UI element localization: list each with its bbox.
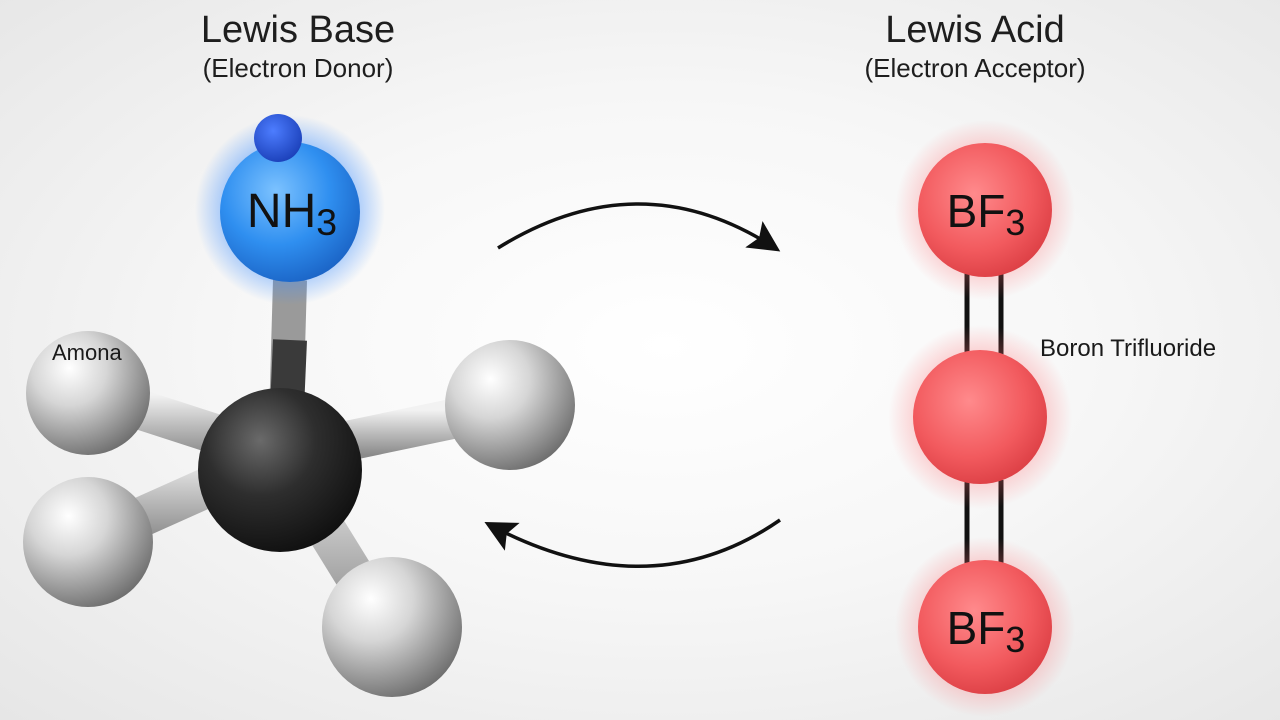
bf3-formula-top-sub: 3 <box>1005 202 1026 243</box>
bf3-formula-bottom-main: BF <box>946 602 1006 654</box>
boron-trifluoride-label: Boron Trifluoride <box>1040 335 1217 362</box>
bf3-formula-top-main: BF <box>946 185 1006 237</box>
bf3-formula-top: BF3 <box>918 188 1054 242</box>
nitrogen-atom <box>220 142 360 282</box>
hydrogen-atom-lower-left <box>23 477 153 607</box>
lewis-acid-title: Lewis Acid <box>885 9 1065 51</box>
hydrogen-atom-bottom <box>322 557 462 697</box>
lewis-base-subtitle: (Electron Donor) <box>202 53 394 83</box>
hydrogen-atom-upper-left <box>26 331 150 455</box>
bf3-formula-bottom: BF3 <box>918 605 1054 659</box>
bf3-formula-bottom-sub: 3 <box>1005 619 1026 660</box>
ammonia-label: Amona <box>52 340 122 365</box>
lewis-base-title: Lewis Base <box>200 9 396 51</box>
nh3-formula-main: NH <box>246 185 317 238</box>
boron-fluoride-atom-middle <box>913 350 1047 484</box>
boron-fluoride-atom-top <box>918 143 1052 277</box>
central-atom <box>198 388 362 552</box>
lone-pair-electron <box>254 114 302 162</box>
nh3-formula: NH3 <box>222 188 362 242</box>
lewis-acid-subtitle: (Electron Acceptor) <box>864 53 1086 83</box>
hydrogen-atom-right <box>445 340 575 470</box>
boron-fluoride-atom-bottom <box>918 560 1052 694</box>
lewis-acid-heading: Lewis Acid (Electron Acceptor) <box>835 8 1115 84</box>
arrow-donation-right <box>497 202 781 252</box>
lewis-base-heading: Lewis Base (Electron Donor) <box>168 8 428 84</box>
arrow-return-left <box>484 518 781 568</box>
nh3-formula-sub: 3 <box>316 201 338 244</box>
